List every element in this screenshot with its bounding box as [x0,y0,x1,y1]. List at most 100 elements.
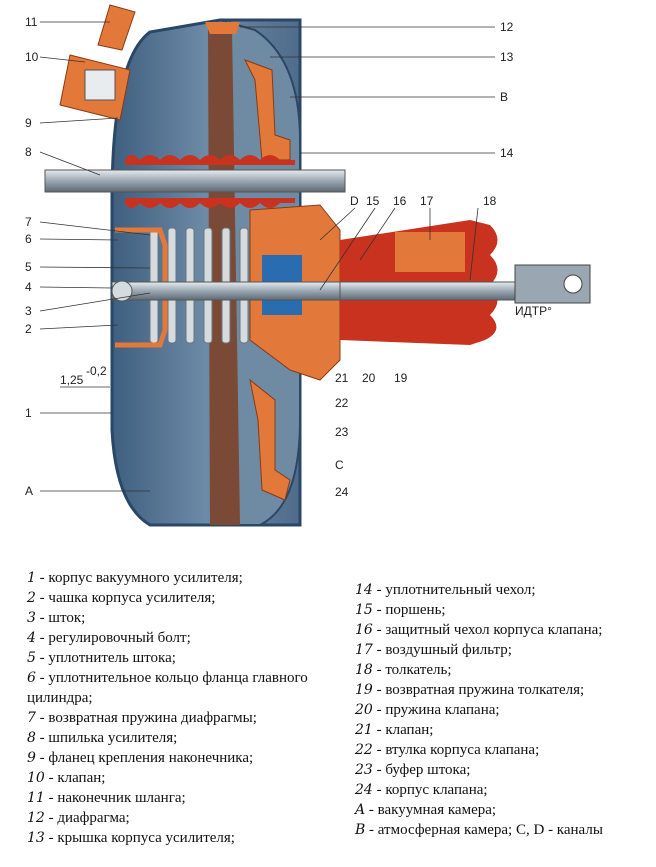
legend-text: - воздушный фильтр; [372,642,512,658]
legend-text: - втулка корпуса клапана; [372,742,540,758]
svg-text:8: 8 [25,145,32,159]
svg-text:17: 17 [420,194,434,208]
legend-number: 4 [27,630,36,646]
diaphragm-rim [205,22,240,34]
legend-item: 22 - втулка корпуса клапана; [355,740,650,760]
legend-item: 15 - поршень; [355,600,650,620]
svg-text:12: 12 [500,20,514,34]
legend-text: - чашка корпуса усилителя; [35,590,216,606]
legend-item: B - атмосферная камера; C, D - каналы [355,820,650,840]
legend-number: 20 [355,702,373,718]
svg-text:24: 24 [335,485,349,499]
svg-text:6: 6 [25,232,32,246]
legend-number: 1 [27,570,36,586]
legend-text: - возвратная пружина диафрагмы; [35,710,257,726]
svg-text:10: 10 [25,50,39,64]
legend-item: 1 - корпус вакуумного усилителя; [27,568,345,588]
legend-text: - шпилька усилителя; [35,730,178,746]
right-labels: 12 13 B 14 [500,20,514,160]
legend-number: 23 [355,762,373,778]
svg-text:23: 23 [335,425,349,439]
center-labels: 21 20 19 22 23 C 24 [335,371,408,499]
legend-item: 6 - уплотнительное кольцо фланца главног… [27,668,345,708]
legend-number: 9 [27,750,36,766]
legend-number: 17 [355,642,373,658]
pushrod-rod [339,281,521,301]
legend-item: 4 - регулировочный болт; [27,628,345,648]
svg-text:14: 14 [500,146,514,160]
legend-item: A - вакуумная камера; [355,800,650,820]
legend-number: 22 [355,742,373,758]
svg-text:C: C [335,458,344,472]
svg-text:4: 4 [25,280,32,294]
legend-text: - пружина клапана; [372,702,500,718]
svg-text:9: 9 [25,116,32,130]
legend-left: 1 - корпус вакуумного усилителя;2 - чашк… [27,568,345,848]
svg-text:A: A [25,484,33,498]
legend-number: B [355,822,366,838]
dimension-value: 1,25 [60,373,84,387]
legend-text: - корпус клапана; [372,782,488,798]
legend-item: 7 - возвратная пружина диафрагмы; [27,708,345,728]
legend-number: 6 [27,670,36,686]
svg-text:D: D [350,194,359,208]
legend-number: 7 [27,710,36,726]
leader-lines [39,21,495,492]
legend-number: 24 [355,782,373,798]
legend-number: 11 [27,790,45,806]
vacuum-booster-diagram: ИДТР° 1,25 -0,2 11 10 9 8 7 6 5 4 3 2 1 … [25,4,591,527]
sealing-boot [125,155,295,208]
legend-item: 20 - пружина клапана; [355,700,650,720]
svg-text:18: 18 [483,194,497,208]
adjusting-bolt [111,280,133,302]
legend-text: - буфер штока; [372,762,471,778]
legend-item: 5 - уплотнитель штока; [27,648,345,668]
legend-item: 18 - толкатель; [355,660,650,680]
legend-text: - фланец крепления наконечника; [35,750,254,766]
legend-text: - поршень; [372,602,446,618]
legend-item: 14 - уплотнительный чехол; [355,580,650,600]
legend-text: - возвратная пружина толкателя; [372,682,585,698]
svg-text:1: 1 [25,406,32,420]
legend-item: 9 - фланец крепления наконечника; [27,748,345,768]
legend-text: - клапан; [372,722,434,738]
legend-text: - корпус вакуумного усилителя; [35,570,243,586]
legend-text: - регулировочный болт; [35,630,191,646]
diaphragm-plate [243,59,291,161]
legend-item: 17 - воздушный фильтр; [355,640,650,660]
legend-item: 19 - возвратная пружина толкателя; [355,680,650,700]
legend-item: 3 - шток; [27,608,345,628]
legend-number: 14 [355,582,373,598]
svg-text:2: 2 [25,322,32,336]
legend-number: 18 [355,662,373,678]
diaphragm-plate-lower [249,378,291,501]
legend-item: 16 - защитный чехол корпуса клапана; [355,620,650,640]
svg-text:16: 16 [393,194,407,208]
legend-number: 12 [27,810,45,826]
legend-item: 21 - клапан; [355,720,650,740]
svg-text:13: 13 [500,50,514,64]
legend-text: - уплотнительное кольцо фланца главного … [27,670,308,706]
top-labels: D 15 16 17 18 [350,194,497,208]
legend-number: 8 [27,730,36,746]
legend-text: - наконечник шланга; [44,790,186,806]
legend-number: 5 [27,650,36,666]
svg-text:B: B [500,90,508,104]
legend-item: 23 - буфер штока; [355,760,650,780]
legend-item: 10 - клапан; [27,768,345,788]
legend-right: 14 - уплотнительный чехол;15 - поршень;1… [355,580,650,840]
legend-item: 11 - наконечник шланга; [27,788,345,808]
legend-text: - толкатель; [372,662,452,678]
svg-text:7: 7 [25,215,32,229]
legend-text: - крышка корпуса усилителя; [44,830,235,846]
legend-text: - атмосферная камера; C, D - каналы [365,822,603,838]
svg-text:11: 11 [25,15,38,29]
svg-text:20: 20 [362,371,376,385]
legend-number: 21 [355,722,373,738]
legend-text: - защитный чехол корпуса клапана; [372,622,603,638]
legend-text: - шток; [35,610,86,626]
legend-text: - клапан; [44,770,106,786]
svg-text:15: 15 [366,194,380,208]
booster-stud [44,169,346,193]
left-labels: 11 10 9 8 7 6 5 4 3 2 1 A [25,15,39,498]
